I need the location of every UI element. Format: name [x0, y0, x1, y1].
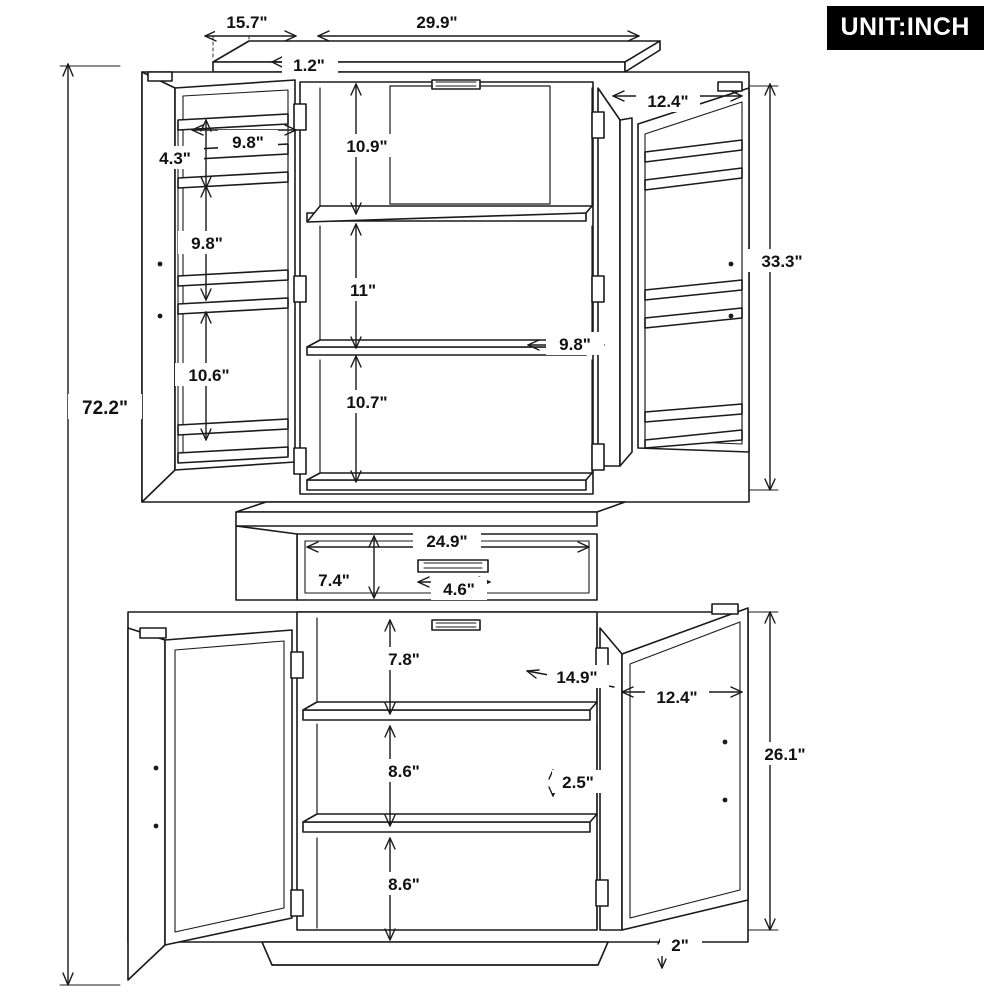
- dim-label-handle-width: 4.6": [443, 580, 475, 599]
- dim-label-shelf-thickness: 2.5": [562, 773, 594, 792]
- dim-label-lower-shelf1: 7.8": [388, 650, 420, 669]
- dim-label-drawer-height: 7.4": [318, 571, 350, 590]
- dimension-lines: [59, 29, 779, 986]
- dim-label-width-top: 29.9": [416, 13, 457, 32]
- dim-label-upper-section: 33.3": [761, 252, 802, 271]
- dim-label-shelf3-height: 10.7": [346, 393, 387, 412]
- dim-label-rack-top-gap: 4.3": [159, 149, 191, 168]
- lower-right-door-open: [595, 603, 749, 931]
- dim-label-total-height: 72.2": [82, 398, 128, 419]
- dim-label-depth-top: 15.7": [226, 13, 267, 32]
- dim-label-shelf-depth-upper: 9.8": [559, 335, 591, 354]
- dim-label-lower-door-width: 12.4": [656, 688, 697, 707]
- dim-label-lower-shelf-depth: 14.9": [556, 668, 597, 687]
- dim-label-top-overhang: 1.2": [293, 56, 325, 75]
- dim-label-shelf2-height: 11": [350, 281, 376, 300]
- dim-label-shelf1-height: 10.9": [346, 137, 387, 156]
- unit-badge: UNIT:INCH: [826, 6, 984, 50]
- dim-label-lower-section: 26.1": [764, 745, 805, 764]
- dim-label-rack-low-height: 10.6": [188, 366, 229, 385]
- upper-door-handle: [431, 79, 481, 90]
- dim-label-drawer-width: 24.9": [426, 532, 467, 551]
- dim-label-lower-shelf2: 8.6": [388, 762, 420, 781]
- dim-label-base-height: 2": [671, 936, 689, 955]
- cabinet-top-panel: [212, 40, 661, 73]
- dim-label-rack-width: 9.8": [232, 133, 264, 152]
- dim-label-lower-shelf3: 8.6": [388, 875, 420, 894]
- dim-label-upper-door-width: 12.4": [647, 92, 688, 111]
- dim-label-rack-mid-height: 9.8": [191, 234, 223, 253]
- lower-left-door-open: [127, 627, 304, 981]
- upper-right-door-open: [591, 81, 750, 471]
